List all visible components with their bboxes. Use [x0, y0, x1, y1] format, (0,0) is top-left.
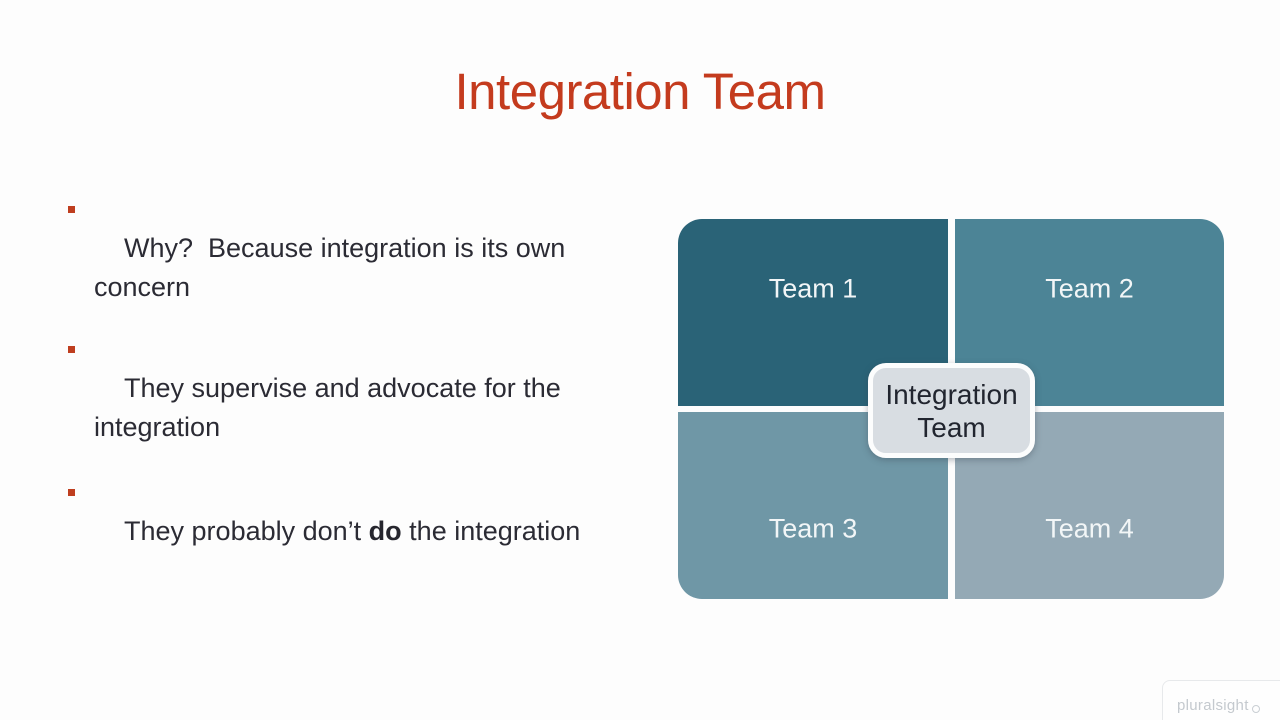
quadrant-label: Team 4 [1045, 513, 1134, 544]
bullet-item-why: Why? Because integration is its own conc… [68, 190, 664, 346]
bullet-item-supervise: They supervise and advocate for the inte… [68, 330, 664, 486]
center-node-label: Integration Team [885, 378, 1018, 443]
bullet-text: They supervise and advocate for the inte… [94, 373, 561, 442]
quadrant-label: Team 1 [768, 273, 858, 304]
bullet-item-dont-do: They probably don’t do the integration [68, 473, 664, 590]
integration-team-center-node: Integration Team [868, 363, 1035, 458]
bullet-marker-icon [68, 206, 75, 213]
quadrant-team-1: Team 1 [678, 219, 948, 406]
integration-team-quadrant-diagram: Team 1 Team 2 Team 3 Team 4 Integration … [678, 219, 1224, 599]
bullet-text: Why? Because integration is its own conc… [94, 233, 566, 302]
quadrant-label: Team 3 [768, 513, 858, 544]
slide-title: Integration Team [454, 63, 826, 120]
quadrant-label: Team 2 [1045, 273, 1134, 304]
bullet-text-segment-bold: do [368, 516, 402, 546]
bullet-text-segment: the integration [401, 516, 581, 546]
quadrant-team-3: Team 3 [678, 412, 948, 599]
pluralsight-watermark: pluralsight [1162, 680, 1280, 720]
bullet-marker-icon [68, 346, 75, 353]
pluralsight-logo-text: pluralsight [1177, 696, 1249, 714]
bullet-text-segment: They probably don’t [124, 516, 369, 546]
pluralsight-circle-icon [1251, 705, 1260, 713]
bullet-marker-icon [68, 489, 75, 496]
